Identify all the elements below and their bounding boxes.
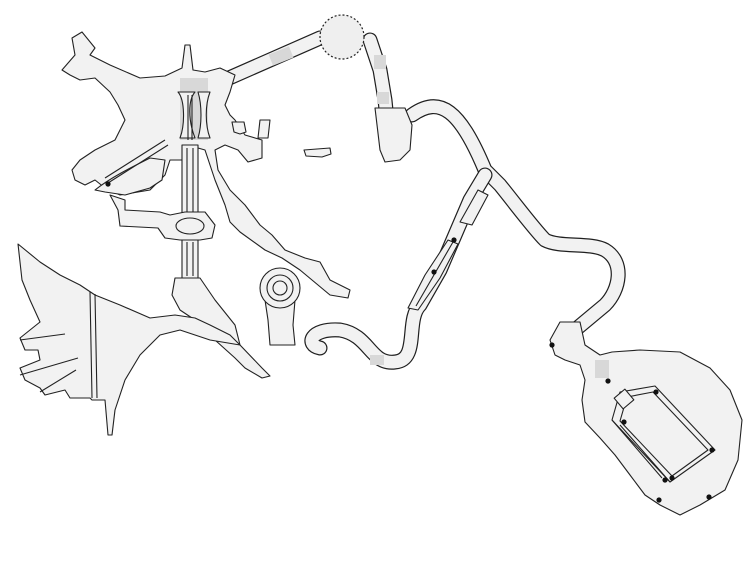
dome-circle — [319, 14, 365, 60]
map-marker[interactable] — [706, 494, 712, 500]
strip-south — [407, 239, 459, 311]
riverside-strip — [370, 189, 489, 365]
tower-inner-ring — [272, 280, 288, 296]
northeast-block — [374, 107, 413, 163]
north-dome — [268, 14, 413, 163]
plaza-northwest — [61, 31, 351, 299]
map-marker[interactable] — [662, 477, 668, 483]
junction-ring — [175, 217, 205, 235]
east-road — [404, 99, 626, 338]
east-fortress — [549, 321, 743, 516]
small-building-c — [303, 147, 332, 158]
map-marker[interactable] — [105, 181, 111, 187]
map-marker[interactable] — [451, 237, 457, 243]
southwest-area — [17, 243, 241, 436]
small-building-a — [231, 121, 247, 135]
spine-upper — [181, 144, 199, 216]
fortress-inner-wall — [619, 391, 709, 477]
map-marker[interactable] — [656, 497, 662, 503]
plaza-area — [61, 31, 351, 299]
map-marker[interactable] — [653, 389, 659, 395]
map-marker[interactable] — [605, 378, 611, 384]
map-marker[interactable] — [431, 269, 437, 275]
strip-north — [459, 189, 489, 226]
marker-group — [105, 181, 715, 503]
central-spine — [109, 144, 271, 379]
spine-tail — [171, 277, 271, 379]
quarter-southwest — [17, 243, 241, 436]
round-tower — [259, 267, 301, 346]
small-building-b — [257, 119, 271, 139]
junction — [109, 194, 216, 241]
fortress-keep — [613, 388, 635, 410]
spine-lower — [181, 239, 199, 279]
map-marker[interactable] — [549, 342, 555, 348]
monument-right — [197, 91, 211, 139]
map-marker[interactable] — [709, 447, 715, 453]
map-marker[interactable] — [669, 475, 675, 481]
map-marker[interactable] — [621, 419, 627, 425]
